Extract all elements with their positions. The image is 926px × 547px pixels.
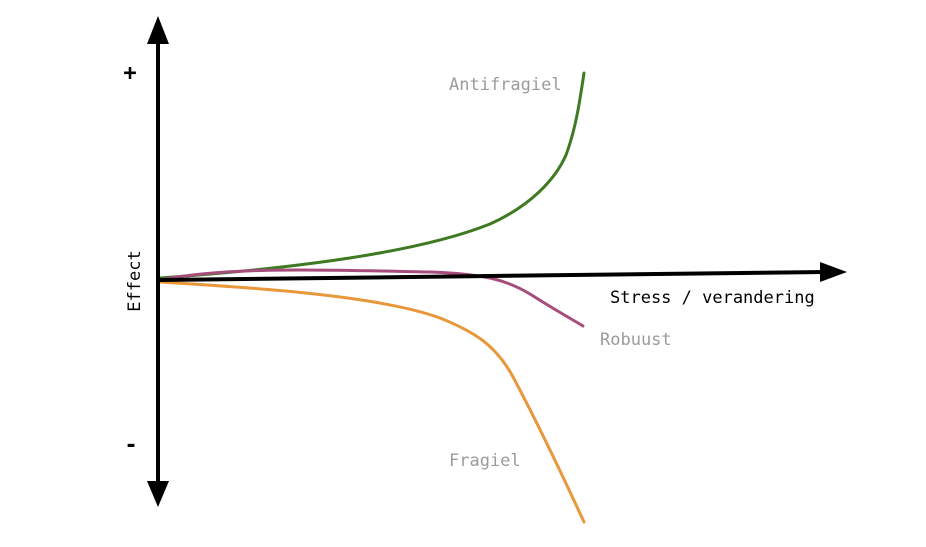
antifragile-curve [158, 71, 586, 280]
x-axis-arrow-right [820, 262, 847, 282]
fragile-curve [158, 280, 586, 524]
fragile-label: Fragiel [449, 451, 521, 471]
y-negative-sign: - [124, 433, 137, 458]
robust-curve [158, 268, 585, 328]
y-axis-arrow-down [147, 481, 169, 507]
x-axis-label: Stress / verandering [610, 288, 815, 308]
y-positive-sign: + [123, 61, 136, 86]
antifragile-label: Antifragiel [449, 75, 562, 95]
x-axis-line [159, 270, 825, 282]
y-axis-label: Effect [125, 250, 145, 311]
y-axis-arrow-up [147, 16, 169, 44]
robust-label: Robuust [600, 330, 672, 350]
